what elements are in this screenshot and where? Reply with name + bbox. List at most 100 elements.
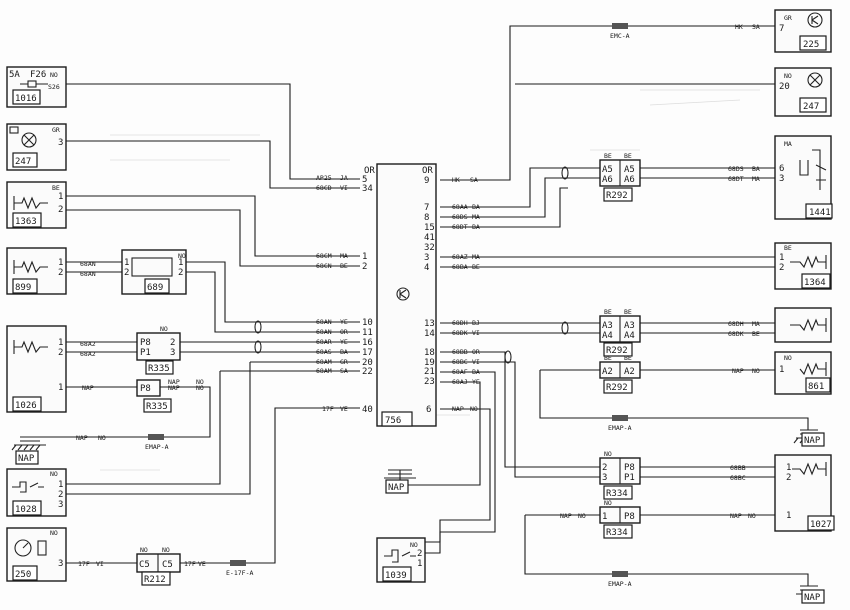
wire-label: BA	[340, 348, 348, 356]
component-1026: 1026 1 2 1	[6, 325, 67, 413]
component-1364: 1364 BE 1 2	[774, 242, 832, 290]
component-label: NO	[50, 529, 58, 537]
connector-label: NO	[604, 450, 612, 458]
connector-id: R335	[146, 402, 168, 412]
wire-label: OR	[472, 348, 480, 356]
wire-label: 68DK	[728, 330, 744, 338]
wire-label: 68DK	[452, 329, 468, 337]
wire-label: 68BA	[452, 263, 468, 271]
connector-label: A4	[602, 331, 613, 341]
connector-label: NO	[604, 499, 612, 507]
wire-label: 68DH	[728, 320, 744, 328]
pin-l2: 2	[362, 262, 367, 272]
wire-label: BJ	[472, 319, 480, 327]
wire-label: JA	[340, 174, 348, 182]
connector-label: A4	[624, 331, 635, 341]
component-label: 1	[786, 463, 791, 473]
component-id: 1039	[385, 571, 407, 581]
right-wires	[399, 25, 809, 586]
component-label: 1	[58, 258, 63, 268]
pin-l11: 11	[362, 328, 373, 338]
component-label: 2	[58, 205, 63, 215]
component-label: 2	[417, 549, 422, 559]
component-id: 1364	[804, 278, 826, 288]
component-689: 689 NO 1 2 1 2	[121, 249, 187, 295]
component-247-right: 247 NO 20	[774, 67, 832, 117]
wire-label: YE	[340, 318, 348, 326]
component-label: NO	[784, 72, 792, 80]
wire-label: VI	[96, 560, 104, 568]
component-label: 1	[417, 559, 422, 569]
pin-r3: 3	[424, 253, 429, 263]
wire-label: 68DS	[452, 213, 468, 221]
splice-emap-a-bottom: EMAP-A	[608, 580, 632, 588]
wire-label: BE	[340, 262, 348, 270]
wire-label: HK	[735, 23, 743, 31]
component-label: BE	[784, 244, 792, 252]
connector-label: BE	[624, 354, 632, 362]
component-861: 861 NO 1	[774, 351, 832, 395]
wire-label: 68CM	[316, 252, 332, 260]
splice-e17f-a: E-17F-A	[226, 569, 253, 577]
pin-l1: 1	[362, 252, 367, 262]
component-label: 1	[58, 192, 63, 202]
component-id: 899	[15, 283, 31, 293]
connector-label: BE	[604, 152, 612, 160]
component-label: 3	[58, 138, 63, 148]
wire-label: BA	[752, 165, 760, 173]
connector-label: NO	[162, 546, 170, 554]
component-label: 2	[58, 268, 63, 278]
pin-r18: 18	[424, 348, 435, 358]
wire-label: MA	[752, 320, 760, 328]
wire-label: VE	[198, 560, 206, 568]
component-label: NO	[784, 354, 792, 362]
wire-label: NO	[196, 384, 204, 392]
connector-label: BE	[624, 152, 632, 160]
wire-label: NAP	[560, 512, 572, 520]
wire-label: 68AS	[316, 348, 332, 356]
splice-emap-a-left: EMAP-A	[145, 443, 169, 451]
wire-label: 68BB	[452, 348, 468, 356]
component-label: 3	[779, 174, 784, 184]
wire-label: 68AN	[316, 318, 332, 326]
wire-label: 68A2	[80, 340, 96, 348]
wire-label: BA	[472, 368, 480, 376]
connector-label: BE	[624, 308, 632, 316]
component-id: 1027	[810, 520, 832, 530]
wire-label: NAP	[76, 434, 88, 442]
wire-label: 68AN	[80, 270, 96, 278]
pin-r19: 19	[424, 358, 435, 368]
connector-label: A2	[624, 367, 635, 377]
pin-r9: 9	[424, 176, 429, 186]
wire-label: YE	[340, 338, 348, 346]
wire-label: VI	[472, 329, 480, 337]
component-right-sensor	[774, 307, 832, 343]
wire-label: 68AM	[316, 367, 332, 375]
connector-id: R212	[144, 575, 166, 585]
component-label: 7	[779, 24, 784, 34]
pin-or-right: OR	[422, 166, 433, 176]
connector-label: BE	[604, 308, 612, 316]
ground-nap-right-upper: NAP	[793, 429, 825, 447]
component-id: 1441	[809, 208, 831, 218]
pin-l17: 17	[362, 348, 373, 358]
splice-emap-a-right: EMAP-A	[608, 424, 632, 432]
component-label: 2	[786, 473, 791, 483]
wire-label: 17F	[78, 560, 90, 568]
pin-l5: 5	[362, 175, 367, 185]
connector-label: BE	[604, 354, 612, 362]
pin-r7: 7	[424, 203, 429, 213]
wire-label: NO	[98, 434, 106, 442]
pin-r13: 13	[424, 319, 435, 329]
connector-label: NAP	[168, 378, 180, 386]
connector-r335-a: R335 NO P8 P1 2 3	[136, 325, 181, 375]
component-id: 689	[147, 283, 163, 293]
component-label: NO	[50, 71, 58, 79]
component-label: GR	[784, 14, 792, 22]
component-label: 6	[779, 164, 784, 174]
wire-label: 17F	[322, 405, 334, 413]
component-label: 1	[786, 511, 791, 521]
connector-id: R335	[148, 364, 170, 374]
pin-r41: 41	[424, 233, 435, 243]
wire-label: MA	[340, 252, 348, 260]
